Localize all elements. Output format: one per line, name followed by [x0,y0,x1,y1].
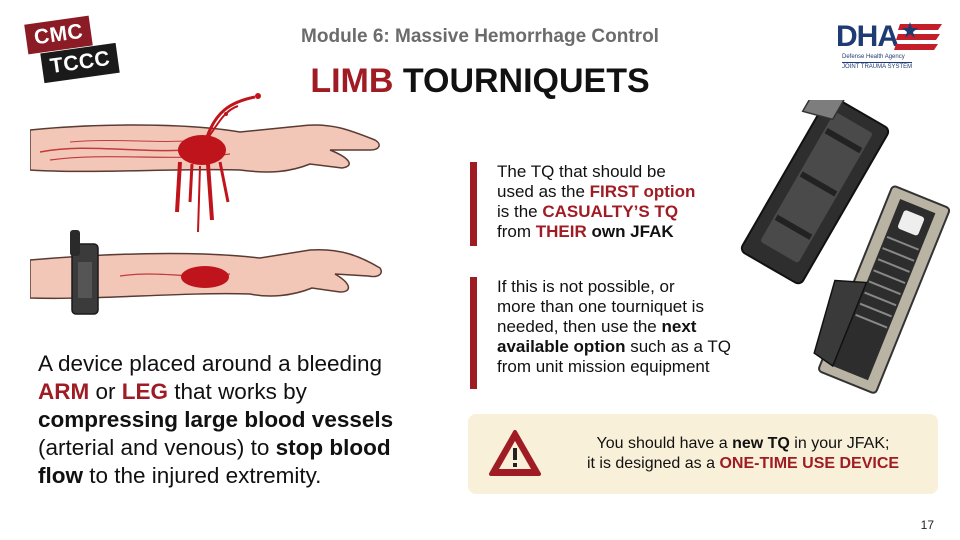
arm-illustrations [30,93,382,315]
desc-text-4: (arterial and venous) to [38,435,276,460]
callout1-line1: The TQ that should be [497,162,666,181]
callout1-line4: from THEIR own JFAK [497,222,674,241]
callout2-line2: more than one tourniquet is [497,297,704,316]
dha-letters: DHA [836,20,899,53]
warning-line1: You should have a new TQ in your JFAK; [596,435,890,452]
title-tourniquets: TOURNIQUETS [393,62,650,100]
module-title: Module 6: Massive Hemorrhage Control [301,26,659,47]
desc-leg: LEG [121,379,169,404]
flag-icon [894,22,942,50]
callout2-line4: available option such as a TQ [497,337,731,356]
desc-bold-2: stop blood flow [38,435,391,488]
desc-arm: ARM [38,379,90,404]
desc-text-5: to the injured extremity. [83,463,322,488]
page-title: LIMB TOURNIQUETS [0,62,960,101]
title-limb: LIMB [310,62,394,100]
dha-system: JOINT TRAUMA SYSTEM [842,62,913,70]
dha-agency: Defense Health Agency [842,54,905,60]
dha-logo: DHA Defense Health Agency JOINT TRAUMA S… [836,20,944,70]
desc-text-1: A device placed around a bleeding [38,351,383,376]
desc-text-2: or [89,379,122,404]
callout1-line2: used as the FIRST option [497,182,696,201]
warning-triangle-icon [489,430,541,476]
bleeding-arm-illustration [30,93,380,233]
next-option-callout: If this is not possible, or more than on… [470,277,757,389]
callout2-line1: If this is not possible, or [497,277,675,296]
desc-bold-1: compressing large blood vessels [38,407,394,432]
tourniquet-description: A device placed around a bleeding ARM or… [38,350,438,490]
first-option-callout: The TQ that should be used as the FIRST … [470,162,757,246]
callout1-line3: is the CASUALTY’S TQ [497,202,679,221]
callout2-line5: from unit mission equipment [497,357,710,376]
warning-line2: it is designed as a ONE-TIME USE DEVICE [586,455,900,472]
desc-text-3: that works by [168,379,307,404]
warning-box: You should have a new TQ in your JFAK; i… [468,414,938,494]
tourniquet-device-image [740,100,950,394]
tourniquet-arm-illustration [30,230,382,315]
warning-text: You should have a new TQ in your JFAK; i… [558,434,928,474]
callout2-line3: needed, then use the next [497,317,697,336]
page-number: 17 [920,518,934,532]
